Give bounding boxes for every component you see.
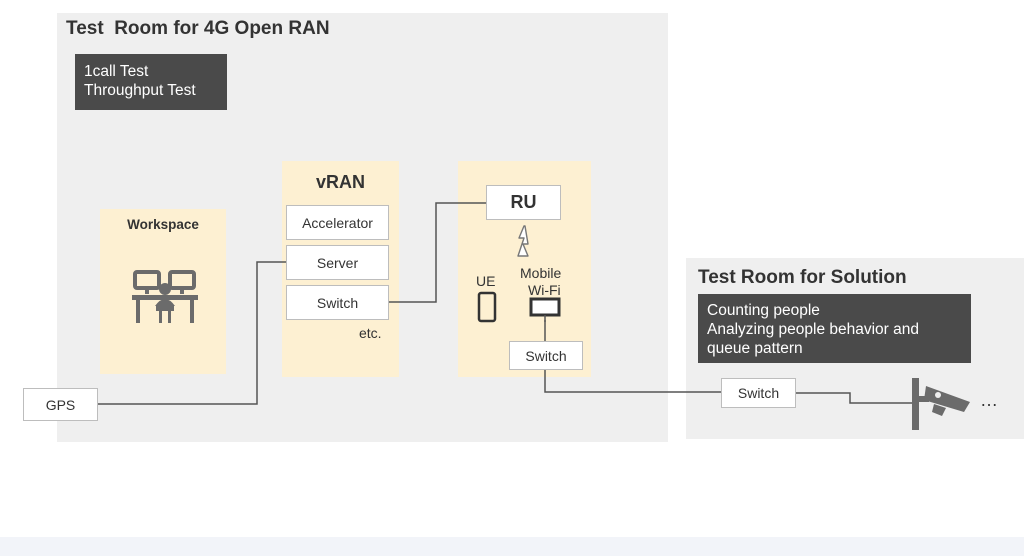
test-list-box: 1call Test Throughput Test (75, 54, 227, 110)
antenna-signal-icon (517, 225, 529, 257)
test-item: Throughput Test (84, 82, 196, 99)
accelerator-box: Accelerator (286, 205, 389, 240)
solution-switch-camera-line (796, 392, 912, 404)
gps-box: GPS (23, 388, 98, 421)
solution-switch-box: Switch (721, 378, 796, 408)
gps-server-line (98, 261, 286, 405)
workspace-desks-icon (132, 270, 198, 323)
ru-switch-solution-switch-line (544, 370, 721, 393)
test-item: 1call Test (84, 63, 149, 80)
use-case-line: Analyzing people behavior and (707, 321, 919, 338)
use-case-line: queue pattern (707, 340, 803, 357)
footer-band (0, 537, 1024, 556)
use-case-box: Counting people Analyzing people behavio… (698, 294, 971, 363)
phone-icon (477, 291, 497, 323)
vran-switch-box: Switch (286, 285, 389, 320)
ue-label: UE (476, 273, 496, 289)
mobile-wifi-label-line2: Wi-Fi (528, 282, 561, 298)
server-box: Server (286, 245, 389, 280)
ru-switch-box: Switch (509, 341, 583, 370)
vran-switch-ru-line (389, 202, 486, 303)
vran-etc-label: etc. (359, 325, 382, 341)
more-devices-ellipsis: … (980, 390, 998, 410)
mobile-wifi-label-line1: Mobile (520, 265, 562, 281)
security-camera-icon (912, 378, 970, 430)
use-case-line: Counting people (707, 302, 820, 319)
workspace-label: Workspace (127, 217, 199, 232)
ru-box: RU (486, 185, 561, 220)
vran-title: vRAN (315, 172, 365, 192)
mobile-router-icon (529, 297, 561, 322)
test-room-open-ran-title: Test Room for 4G Open RAN (66, 18, 330, 39)
test-room-solution-title: Test Room for Solution (698, 267, 907, 288)
